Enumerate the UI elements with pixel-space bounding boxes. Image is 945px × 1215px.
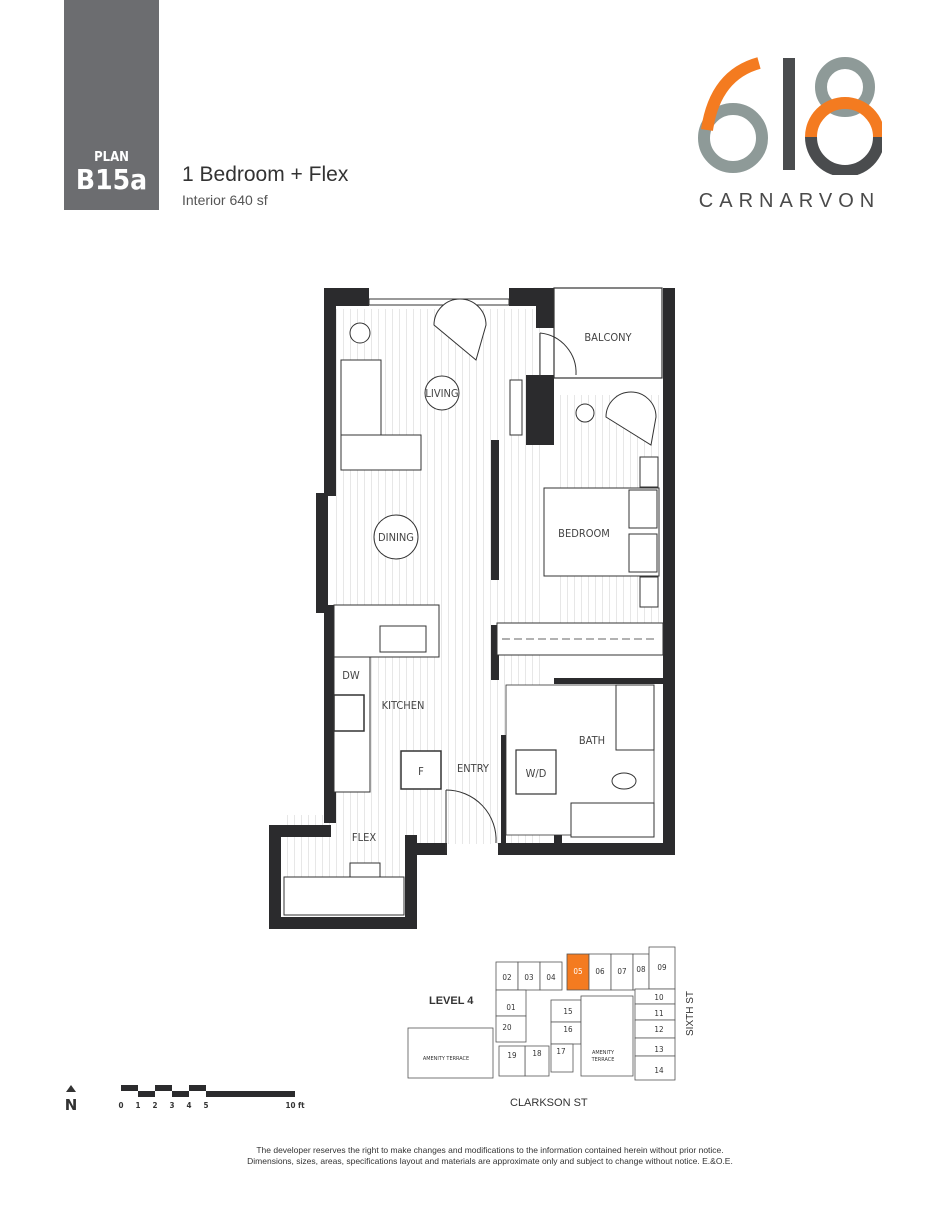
key-unit-01: 01 [506, 1003, 515, 1012]
key-unit-09: 09 [657, 963, 667, 972]
north-letter: N [65, 1096, 78, 1113]
key-unit-18: 18 [532, 1049, 542, 1058]
key-amenity-right-2: TERRACE [591, 1057, 615, 1063]
key-unit-12: 12 [654, 1025, 663, 1034]
room-dining: DINING [378, 531, 414, 544]
scale-tick-3: 3 [169, 1101, 174, 1110]
key-unit-10: 10 [654, 993, 664, 1002]
room-kitchen: KITCHEN [382, 699, 425, 712]
room-living: LIVING [425, 387, 458, 400]
disclaimer: The developer reserves the right to make… [150, 1145, 830, 1167]
disclaimer-line-2: Dimensions, sizes, areas, specifications… [247, 1156, 733, 1166]
plan-code: B15a [75, 163, 148, 196]
scale-tick-4: 4 [186, 1101, 191, 1110]
room-bedroom: BEDROOM [558, 527, 610, 540]
room-balcony: BALCONY [584, 331, 632, 344]
scale-tick-2: 2 [152, 1101, 157, 1110]
brand-name: CARNARVON [698, 190, 881, 212]
interior-area: Interior 640 sf [182, 192, 268, 208]
street-clarkson: CLARKSON ST [510, 1097, 588, 1109]
plan-tag: PLAN B15a [64, 0, 159, 210]
room-flex: FLEX [352, 831, 376, 844]
unit-type: 1 Bedroom + Flex [182, 163, 349, 186]
key-unit-08: 08 [636, 965, 646, 974]
level-label: LEVEL 4 [429, 995, 474, 1007]
floor-plan: BALCONY LIVING BEDROOM DINING DW KITCHEN… [269, 287, 675, 929]
label-fridge: F [418, 765, 424, 778]
street-sixth: SIXTH ST [685, 990, 696, 1036]
key-amenity-left: AMENITY TERRACE [423, 1056, 469, 1062]
key-unit-11: 11 [654, 1009, 663, 1018]
scale-bar: 0 1 2 3 4 5 10 ft [118, 1085, 305, 1110]
key-unit-03: 03 [524, 973, 533, 982]
label-wd: W/D [526, 767, 547, 780]
room-entry: ENTRY [457, 762, 490, 775]
scale-tick-1: 1 [135, 1101, 140, 1110]
key-unit-16: 16 [563, 1025, 573, 1034]
key-unit-05: 05 [573, 967, 582, 976]
plan-label: PLAN [94, 150, 129, 165]
key-unit-14: 14 [654, 1066, 664, 1075]
key-amenity-right-1: AMENITY [592, 1050, 615, 1056]
key-unit-02: 02 [502, 973, 511, 982]
key-unit-15: 15 [563, 1007, 572, 1016]
key-unit-06: 06 [595, 967, 605, 976]
room-bath: BATH [579, 734, 605, 747]
scale-tick-5: 5 [203, 1101, 208, 1110]
key-plan: 01 02 03 04 05 06 07 08 09 10 11 12 13 1… [407, 946, 676, 1081]
key-unit-04: 04 [546, 973, 556, 982]
north-arrow-icon: N [60, 1083, 82, 1114]
key-unit-13: 13 [654, 1045, 663, 1054]
label-dw: DW [342, 669, 360, 682]
scale-tick-0: 0 [118, 1101, 123, 1110]
brand-logo [698, 57, 882, 175]
key-unit-07: 07 [617, 967, 626, 976]
scale-tick-end: 10 ft [285, 1101, 305, 1110]
key-unit-19: 19 [507, 1051, 517, 1060]
key-unit-20: 20 [502, 1023, 512, 1032]
key-unit-17: 17 [556, 1047, 565, 1056]
disclaimer-line-1: The developer reserves the right to make… [256, 1145, 724, 1155]
